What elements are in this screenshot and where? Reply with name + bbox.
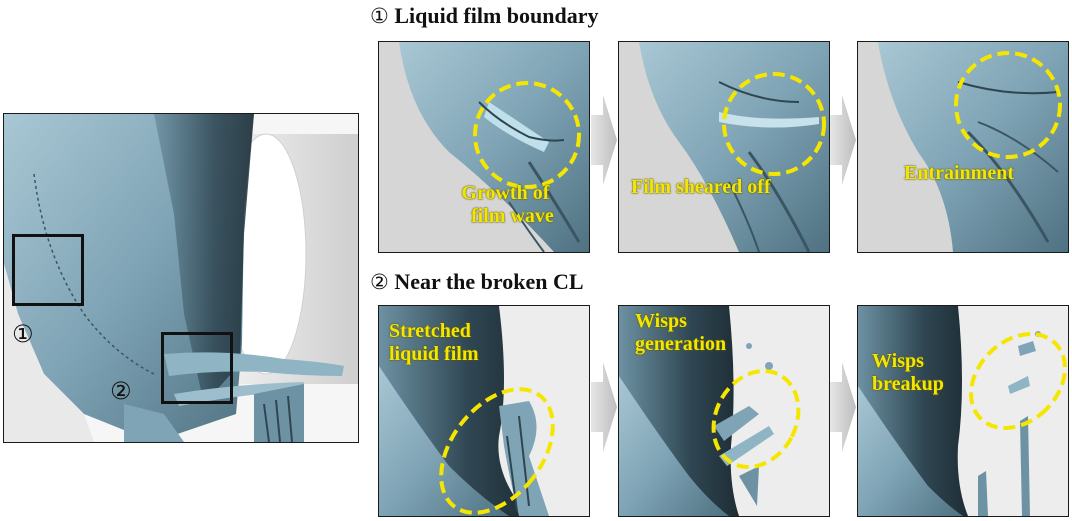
row1-panel-3-caption: Entrainment	[904, 162, 1014, 185]
roi-box-1	[12, 234, 84, 306]
roi-box-2	[161, 332, 233, 404]
row2-panel-3-caption-line1: Wisps	[872, 350, 924, 372]
row1-panel-3-caption-line1: Entrainment	[904, 162, 1014, 184]
row1-panel-2: Film sheared off	[618, 41, 830, 253]
row1-panel-3-highlight-circle	[954, 51, 1062, 159]
row2-panel-2-caption-line1: Wisps	[635, 310, 687, 332]
row1-panel-2-caption-line1: Film sheared off	[631, 176, 771, 198]
row2-panel-2-image	[619, 306, 829, 516]
row2-panel-1-highlight-ellipse	[439, 387, 555, 515]
row2-arrow-2	[830, 362, 856, 452]
row1-panel-1-caption-line1: Growth of	[461, 182, 550, 204]
overview-panel: ① ②	[3, 113, 359, 443]
overview-marker-1: ①	[12, 320, 34, 348]
row2-panel-1-caption: Stretched liquid film	[389, 320, 478, 366]
section-1-title: ① Liquid film boundary	[370, 5, 599, 27]
row1-arrow-2	[830, 95, 856, 185]
row2-panel-3-highlight-ellipse	[969, 332, 1067, 430]
overview-image	[4, 114, 358, 442]
section-2-number: ②	[370, 270, 389, 294]
row2-panel-2-caption-line2: generation	[635, 333, 727, 355]
row2-panel-2-highlight-ellipse	[711, 369, 801, 469]
row1-panel-1-highlight-circle	[473, 81, 581, 189]
row2-arrow-1	[591, 362, 617, 452]
row1-panel-3: Entrainment	[857, 41, 1069, 253]
row1-panel-3-image	[858, 42, 1068, 252]
row2-panel-3: Wisps breakup	[857, 305, 1069, 517]
row2-panel-3-image	[858, 306, 1068, 516]
section-2-title: ② Near the broken CL	[370, 271, 584, 293]
row2-panel-2: Wisps generation	[618, 305, 830, 517]
overview-marker-2: ②	[110, 377, 132, 405]
row1-panel-1-image	[379, 42, 589, 252]
row2-panel-2-caption: Wisps generation	[635, 310, 726, 356]
row2-panel-1-caption-line2: liquid film	[389, 343, 479, 365]
row1-panel-1-caption: Growth of film wave	[457, 182, 554, 228]
row1-panel-2-highlight-circle	[722, 72, 826, 176]
section-1-number: ①	[370, 4, 389, 28]
row2-panel-3-caption: Wisps breakup	[872, 350, 944, 396]
row2-panel-1-caption-line1: Stretched	[389, 320, 471, 342]
row1-arrow-1	[591, 95, 617, 185]
row1-panel-2-caption: Film sheared off	[631, 176, 771, 199]
section-1-label: Liquid film boundary	[394, 3, 599, 28]
row1-panel-1: Growth of film wave	[378, 41, 590, 253]
row2-panel-3-caption-line2: breakup	[872, 373, 944, 395]
row2-panel-1-image	[379, 306, 589, 516]
row2-panel-1: Stretched liquid film	[378, 305, 590, 517]
section-2-label: Near the broken CL	[394, 269, 584, 294]
row1-panel-1-caption-line2: film wave	[471, 205, 554, 227]
